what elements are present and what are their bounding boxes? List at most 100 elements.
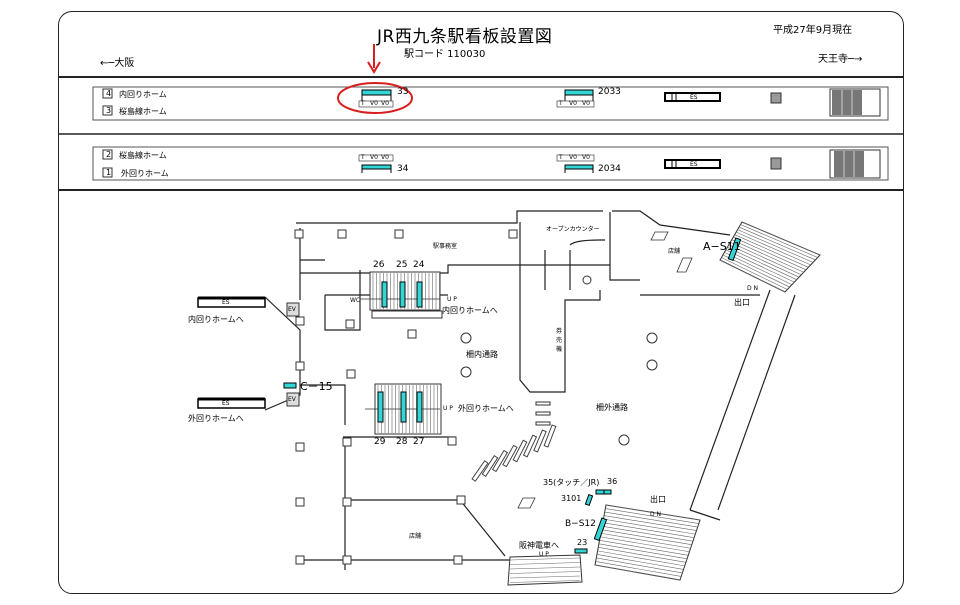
- sign-24[interactable]: [416, 281, 423, 308]
- drawing-frame: [58, 11, 904, 594]
- sign-2033[interactable]: [556, 89, 595, 108]
- sign-a-s11[interactable]: [727, 237, 742, 262]
- inner-passage-label: 柵内通路: [466, 350, 498, 359]
- stair-tread: [733, 236, 807, 271]
- stair-tread: [740, 224, 818, 258]
- stair-tread: [509, 575, 581, 579]
- track-number: 2: [106, 150, 112, 159]
- up-label: U P: [447, 296, 457, 303]
- floor-markers: [517, 231, 693, 509]
- sign-label: 35(タッチ／JR): [543, 478, 600, 487]
- panel-label: T: [361, 100, 365, 107]
- stair-tread: [595, 561, 682, 577]
- sign-3101[interactable]: [584, 493, 594, 507]
- elevator-label: EV: [288, 396, 296, 403]
- escalator-label: ES: [222, 299, 230, 306]
- sign-25[interactable]: [399, 281, 406, 308]
- room-shop: 店舗: [668, 248, 681, 255]
- stair-tread: [605, 508, 699, 524]
- direction-left-label: 大阪: [114, 58, 135, 69]
- stair-tread: [722, 254, 790, 288]
- sign-27[interactable]: [416, 391, 423, 423]
- stair-tread: [597, 550, 685, 567]
- escalator-label: ES: [690, 161, 698, 168]
- stair-tread: [512, 439, 528, 463]
- stair-tread: [605, 504, 701, 521]
- wall: [609, 212, 760, 296]
- track-number: 3: [106, 106, 112, 115]
- direction-label: 内回りホームへ: [442, 306, 498, 315]
- stair-tread: [724, 252, 793, 285]
- sign-label: 23: [577, 538, 588, 547]
- stair-tread: [603, 518, 696, 535]
- direction-label: 外回りホームへ: [188, 414, 244, 423]
- sign-label: A−S11: [703, 240, 741, 253]
- wall: [689, 509, 721, 521]
- wall: [689, 289, 796, 511]
- counter: [544, 239, 605, 290]
- platform-lower-box: [92, 146, 889, 181]
- sign-33[interactable]: [358, 89, 394, 108]
- sign-26[interactable]: [381, 281, 388, 308]
- stair-tread: [602, 522, 695, 538]
- stair-tread: [734, 234, 809, 268]
- sign-b-s12[interactable]: [593, 517, 608, 542]
- wall: [296, 210, 731, 236]
- stair-tread: [491, 449, 509, 473]
- stairs-upper: [360, 271, 443, 319]
- panel-label: T: [559, 154, 563, 161]
- sign-c15[interactable]: [283, 382, 297, 389]
- direction-label: 外回りホームへ: [458, 404, 514, 413]
- wall: [519, 222, 601, 393]
- sign-label: 25: [396, 260, 408, 270]
- stairs-ne: [719, 221, 821, 293]
- elevator-label: EV: [288, 306, 296, 313]
- sign-35[interactable]: [595, 489, 605, 495]
- track-number: 1: [106, 168, 112, 177]
- direction-label: 内回りホームへ: [188, 315, 244, 324]
- escalator-icon: [664, 159, 721, 169]
- wall: [300, 264, 610, 274]
- platform-upper-box: [92, 86, 889, 121]
- stair-tread: [481, 454, 499, 478]
- panel-label: V0: [569, 154, 577, 161]
- sign-label: 34: [397, 164, 409, 174]
- ticket-gates: [535, 401, 551, 426]
- room-open-counter: オープンカウンター: [546, 226, 600, 233]
- track-name: 桜島線ホーム: [119, 151, 167, 160]
- stair-tread: [719, 259, 786, 293]
- stair-tread: [727, 247, 797, 280]
- escalator-left-lower: [197, 397, 266, 409]
- stair-tread: [598, 543, 688, 560]
- dn-label: D N: [650, 511, 662, 518]
- room-ticket-machines: 券売機: [556, 328, 563, 353]
- stair-tread: [600, 532, 691, 549]
- room-shop: 店舗: [409, 533, 422, 540]
- sign-36[interactable]: [603, 489, 612, 495]
- escalator-label: ES: [690, 94, 698, 101]
- room-wc: WC: [350, 297, 361, 304]
- stair-tread: [509, 571, 581, 574]
- sign-29[interactable]: [377, 391, 384, 423]
- stair-tread: [509, 580, 581, 583]
- elevator-icon: [286, 392, 300, 407]
- panel-label: V0: [582, 100, 590, 107]
- sign-34[interactable]: [358, 154, 394, 173]
- arrow-right-icon: ─→: [848, 54, 863, 65]
- direction-right: 天王寺─→: [818, 50, 862, 65]
- sign-23[interactable]: [574, 548, 588, 554]
- stair-tread: [596, 557, 683, 574]
- up-label: U P: [443, 405, 453, 412]
- sign-28[interactable]: [400, 391, 407, 423]
- arrow-down-icon: [367, 44, 381, 74]
- sign-2034[interactable]: [556, 154, 595, 173]
- panel-label: V0: [370, 154, 378, 161]
- stairs-curved: [471, 424, 557, 482]
- stair-tread: [604, 511, 698, 528]
- direction-label: 阪神電車へ: [519, 541, 559, 550]
- stair-tread: [721, 257, 788, 290]
- stair-tread: [533, 429, 547, 453]
- sign-label: 3101: [561, 494, 582, 503]
- stair-tread: [594, 564, 681, 581]
